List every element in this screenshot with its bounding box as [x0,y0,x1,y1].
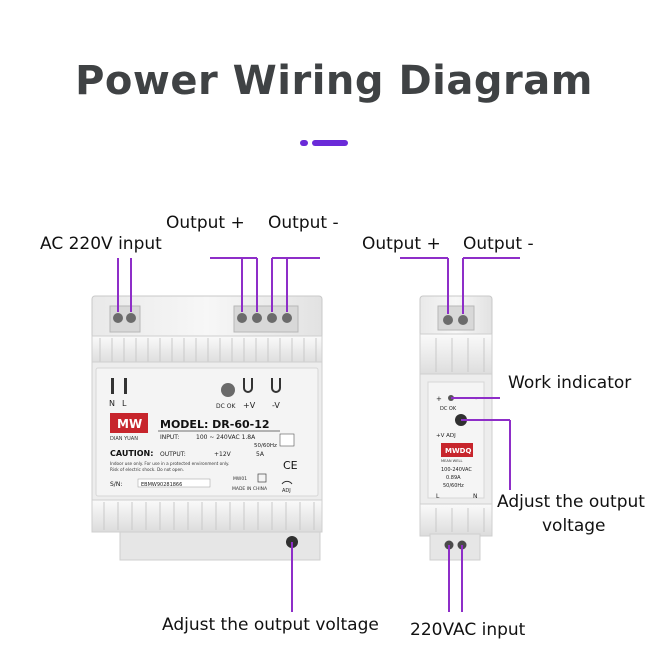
small-brand: MWDQ [445,447,471,455]
caution-line-2: Risk of electric shock. Do not open. [110,467,184,472]
label-output-minus-right: Output - [463,234,534,254]
small-label-l: L [436,493,440,500]
small-brand-logo [441,443,473,457]
power-supply-small: + - DC OK +V ADJ MWDQ MEAN WELL 100-240V… [419,295,493,561]
ce-mark: CE [283,459,298,472]
serial-number: EBMW90281866 [141,482,182,488]
label-l: L [122,399,127,408]
output-voltage: +12V [214,451,232,458]
output-current: 5A [256,451,265,458]
model-text: MODEL: DR-60-12 [160,418,270,431]
accent-bar [312,140,348,146]
small-brand-sub: MEAN WELL [441,459,463,463]
output-label: OUTPUT: [160,451,186,458]
made-in-text: MADE IN CHINA [232,486,268,492]
brand-text: DIAN YUAN [110,436,138,442]
caution-title: CAUTION: [110,449,153,458]
adj-text: ADJ [282,488,291,494]
label-adjust-left: Adjust the output voltage [162,615,379,635]
page-title: Power Wiring Diagram [75,58,593,104]
brand-logo [110,413,148,433]
label-minus-v: -V [272,401,280,410]
small-spec-2: 0.89A [446,475,461,481]
label-adjust-right-line2: voltage [542,516,606,536]
label-dc-ok: DC OK [216,403,236,410]
label-work-indicator: Work indicator [508,373,632,393]
accent-dot [300,140,308,146]
small-plus-v-adj: +V ADJ [436,433,456,439]
label-output-plus-right: Output + [362,234,441,254]
logo-text: MW [117,417,142,431]
cooling-fins-bottom [91,499,323,533]
label-adjust-right-line1: Adjust the output [497,492,645,512]
input-label: INPUT: [160,434,179,441]
mw01-text: MW01 [233,476,247,482]
caution-line-1: Indoor use only. For use in a protected … [110,461,229,466]
label-n: N [109,399,115,408]
wires [117,257,520,612]
small-spec-3: 50/60Hz [443,483,464,489]
small-label-n: N [473,493,478,500]
freq-text: 50/60Hz [254,443,277,449]
label-ac-input: AC 220V input [40,234,162,254]
cooling-fins-top [91,335,323,365]
small-plus: + [436,395,442,403]
label-plus-v: +V [243,401,256,410]
small-dc-ok: DC OK [440,406,457,412]
label-vac-input: 220VAC input [410,620,526,640]
label-output-plus-left: Output + [166,213,245,233]
dc-ok-led [221,383,235,397]
input-value: 100 ~ 240VAC 1.8A [196,434,256,441]
small-spec-1: 100-240VAC [441,467,472,473]
power-supply-large: N L DC OK +V -V MW DIAN YUAN MODEL: DR-6… [91,295,323,561]
sn-label: S/N: [110,481,122,488]
label-output-minus-left: Output - [268,213,339,233]
